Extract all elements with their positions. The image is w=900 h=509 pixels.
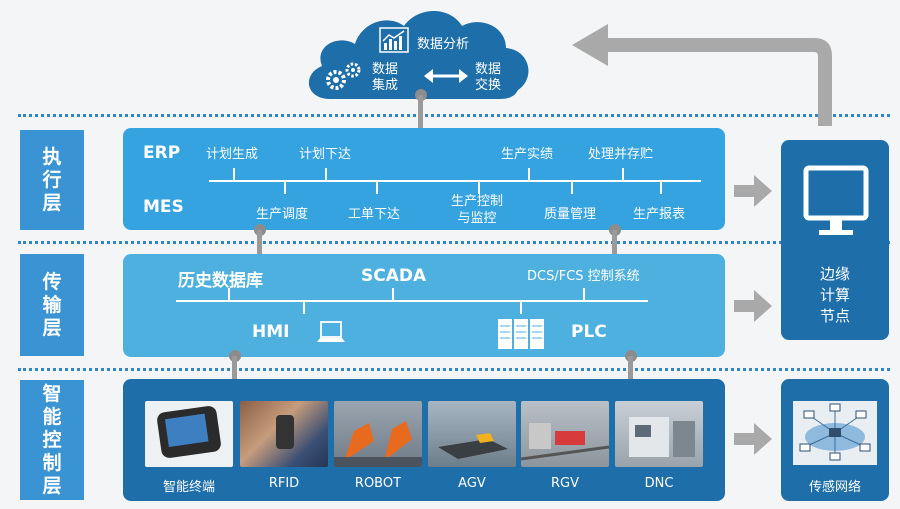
device-label-3: AGV <box>458 476 486 491</box>
exec-top-item-2: 生产实绩 <box>501 147 554 162</box>
tick <box>303 302 305 314</box>
cloud-exchange-label: 数据 交换 <box>475 62 502 93</box>
tick <box>520 302 522 314</box>
layer-label-control: 智能控制层 <box>20 380 84 500</box>
arrow-right-icon <box>734 175 772 207</box>
transmission-panel <box>123 254 725 357</box>
device-image-smart-terminal <box>145 401 233 467</box>
erp-label: ERP <box>143 143 181 163</box>
connector-trans-ctrl-right <box>628 356 633 386</box>
exec-top-item-1: 计划下达 <box>299 147 352 162</box>
layer-label-execution: 执行层 <box>20 130 84 230</box>
exec-bottom-item-3: 质量管理 <box>544 207 597 222</box>
separator-bottom <box>18 368 890 371</box>
tick <box>571 182 573 194</box>
cloud-analysis-label: 数据分析 <box>417 37 470 52</box>
tick <box>325 168 327 180</box>
device-image-agv <box>428 401 516 467</box>
device-label-5: DNC <box>644 476 674 491</box>
historian-label: 历史数据库 <box>178 271 263 291</box>
separator-middle <box>18 241 890 244</box>
exchange-arrows-icon <box>424 69 468 83</box>
exec-bottom-item-0: 生产调度 <box>256 207 309 222</box>
server-rack-icon <box>498 319 544 349</box>
device-image-rfid <box>240 401 328 467</box>
tick <box>228 288 230 300</box>
tick <box>528 168 530 180</box>
dcs-label: DCS/FCS 控制系统 <box>527 269 640 284</box>
layer-label-transmission: 传输层 <box>20 254 84 356</box>
edge-computing-node <box>781 140 889 340</box>
laptop-icon <box>317 321 345 342</box>
tick <box>622 168 624 180</box>
scada-label: SCADA <box>361 266 427 286</box>
connector-trans-ctrl-left <box>232 356 237 386</box>
exec-bottom-item-2: 生产控制 与监控 <box>451 194 504 226</box>
tick <box>583 288 585 300</box>
chart-icon <box>379 27 409 53</box>
tick <box>660 182 662 194</box>
execution-panel <box>123 128 725 230</box>
arrow-right-icon <box>734 290 772 322</box>
feedback-arrow-icon <box>572 24 832 126</box>
device-label-0: 智能终端 <box>162 480 215 495</box>
device-image-rgv <box>521 401 609 467</box>
device-image-robot <box>334 401 422 467</box>
exec-bottom-item-4: 生产报表 <box>633 207 686 222</box>
exec-bottom-item-1: 工单下达 <box>348 207 401 222</box>
device-label-4: RGV <box>551 476 579 491</box>
device-label-2: ROBOT <box>354 476 402 491</box>
connector-exec-trans-right <box>612 230 617 260</box>
connector-exec-trans-left <box>257 230 262 260</box>
exec-top-item-3: 处理并存贮 <box>588 147 654 162</box>
cloud <box>308 11 529 99</box>
hmi-label: HMI <box>252 322 290 342</box>
execution-timeline <box>209 180 701 182</box>
layer-label-control-text: 智能控制层 <box>42 382 62 497</box>
tick <box>233 168 235 180</box>
tick <box>376 182 378 194</box>
exec-top-item-0: 计划生成 <box>206 147 259 162</box>
monitor-icon <box>803 165 869 235</box>
separator-top <box>18 114 890 117</box>
edge-node-label: 边缘 计算 节点 <box>819 265 850 325</box>
device-label-1: RFID <box>268 476 300 491</box>
mes-label: MES <box>143 197 184 217</box>
sensor-network-label: 传感网络 <box>808 480 861 495</box>
gears-icon <box>326 62 361 90</box>
tick <box>284 182 286 194</box>
plc-label: PLC <box>571 322 607 342</box>
cloud-integration-label: 数据 集成 <box>372 62 399 93</box>
device-image-dnc <box>615 401 703 467</box>
sensor-network-image <box>793 401 877 465</box>
arrow-right-icon <box>734 423 772 455</box>
tick <box>392 288 394 300</box>
layer-label-execution-text: 执行层 <box>42 145 62 214</box>
transmission-timeline <box>176 300 648 302</box>
tick <box>478 182 480 194</box>
layer-label-transmission-text: 传输层 <box>42 270 62 339</box>
connector-cloud-exec <box>418 95 423 135</box>
